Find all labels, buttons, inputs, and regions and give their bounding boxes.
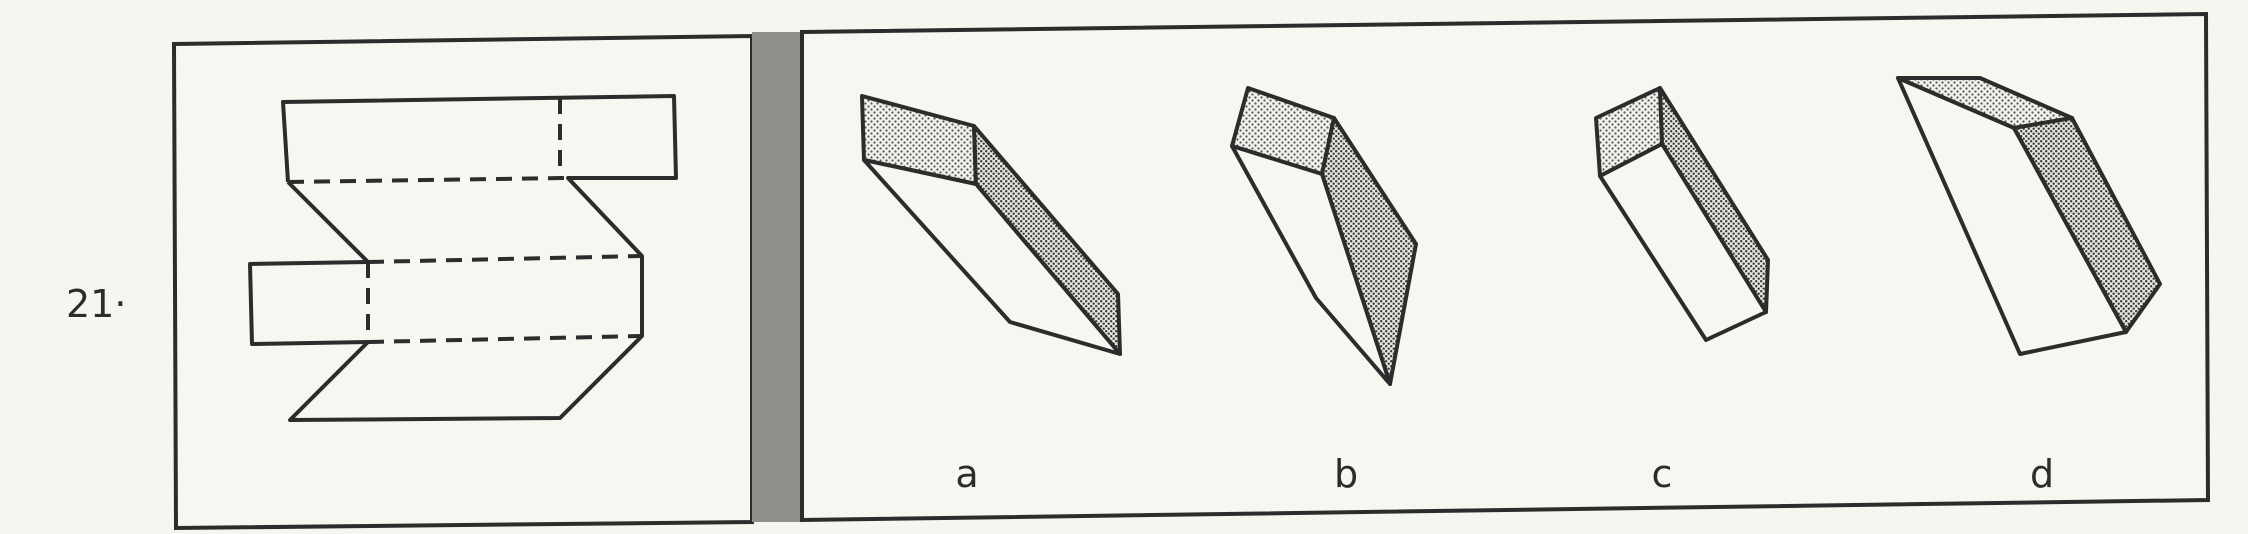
option-b-prism xyxy=(1230,86,1418,386)
option-b-label[interactable]: b xyxy=(1333,452,1359,496)
net-panel xyxy=(171,33,754,531)
option-c-prism xyxy=(1594,86,1770,342)
question-number: 21· xyxy=(66,282,127,326)
option-c-label[interactable]: c xyxy=(1651,452,1673,496)
net-shape xyxy=(248,94,678,422)
options-panel xyxy=(800,11,2211,523)
panel-divider xyxy=(752,32,802,522)
fold-lines xyxy=(287,98,643,344)
option-d-prism xyxy=(1896,76,2162,356)
option-d-label[interactable]: d xyxy=(2029,452,2055,496)
option-a-label[interactable]: a xyxy=(955,452,979,496)
option-a-prism xyxy=(860,94,1122,356)
